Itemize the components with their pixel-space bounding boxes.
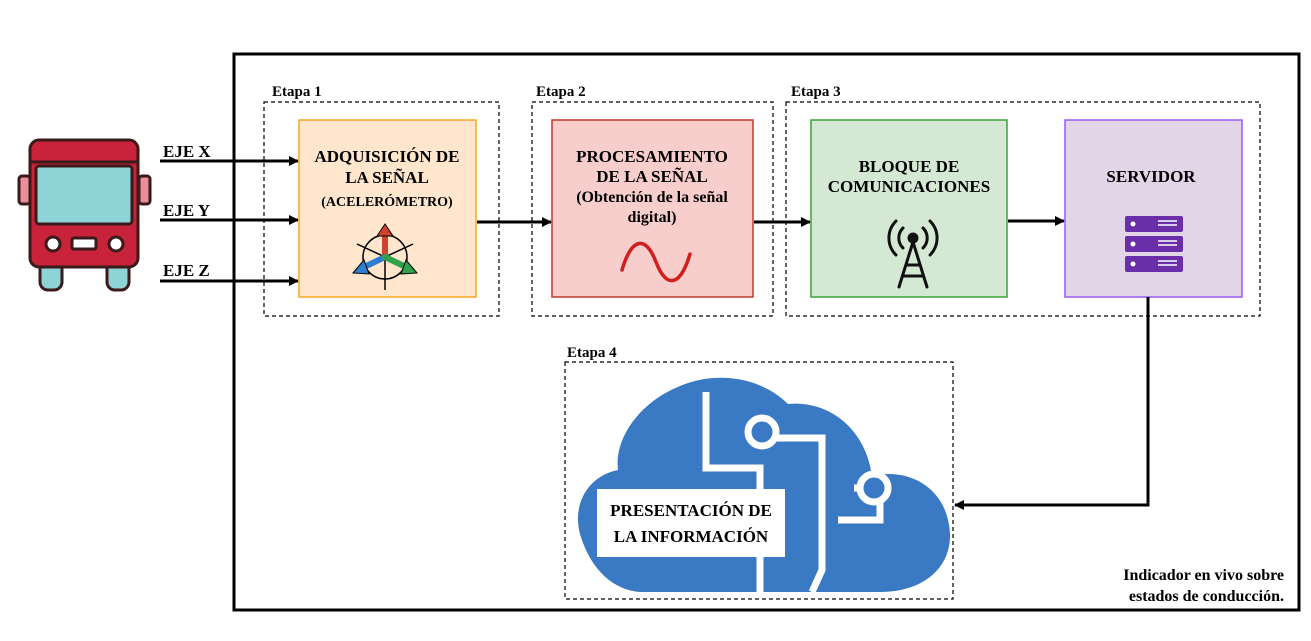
communications-title-line1: BLOQUE DE [859, 157, 960, 176]
stage-2-box [531, 101, 774, 317]
communications-title-line2: COMUNICACIONES [828, 177, 990, 196]
stage-3-box [785, 101, 1261, 317]
acquisition-block [298, 119, 477, 298]
axis-x-label: EJE X [163, 142, 211, 161]
processing-title-line1: PROCESAMIENTO [576, 147, 728, 166]
processing-subtitle-line2: digital) [628, 209, 677, 226]
radio-tower-icon [887, 219, 939, 289]
presentation-title-line2: LA INFORMACIÓN [614, 527, 769, 546]
acquisition-title-line1: ADQUISICIÓN DE [315, 147, 460, 166]
server-title: SERVIDOR [1106, 167, 1196, 186]
server-rack-icon [1125, 216, 1183, 272]
axis-z-label: EJE Z [163, 261, 210, 280]
processing-title-line2: DE LA SEÑAL [596, 167, 707, 186]
live-indicator-note-line1: Indicador en vivo sobre [1123, 567, 1284, 584]
stage-4-box [564, 361, 954, 600]
communications-block [810, 119, 1008, 298]
cloud-circuit-icon [577, 377, 951, 594]
stage-1-label: Etapa 1 [272, 84, 322, 100]
presentation-title-line1: PRESENTACIÓN DE [610, 501, 772, 520]
bus-icon [17, 138, 152, 292]
3d-axes-icon [351, 223, 419, 290]
acquisition-subtitle: (ACELERÓMETRO) [321, 193, 453, 210]
stage-2-label: Etapa 2 [536, 84, 586, 100]
processing-subtitle-line1: (Obtención de la señal [576, 189, 728, 206]
sine-wave-icon [620, 241, 692, 283]
stage-1-box [263, 101, 500, 317]
system-frame [232, 52, 1301, 612]
stage-4-label: Etapa 4 [567, 345, 617, 361]
acquisition-title-line2: LA SEÑAL [345, 168, 429, 187]
arrow-server-to-presentation [954, 297, 1150, 510]
axis-y-label: EJE Y [163, 201, 210, 220]
processing-block [551, 119, 754, 298]
presentation-label-box [597, 489, 785, 557]
stage-3-label: Etapa 3 [791, 84, 841, 100]
live-indicator-note-line2: estados de conducción. [1129, 588, 1284, 605]
